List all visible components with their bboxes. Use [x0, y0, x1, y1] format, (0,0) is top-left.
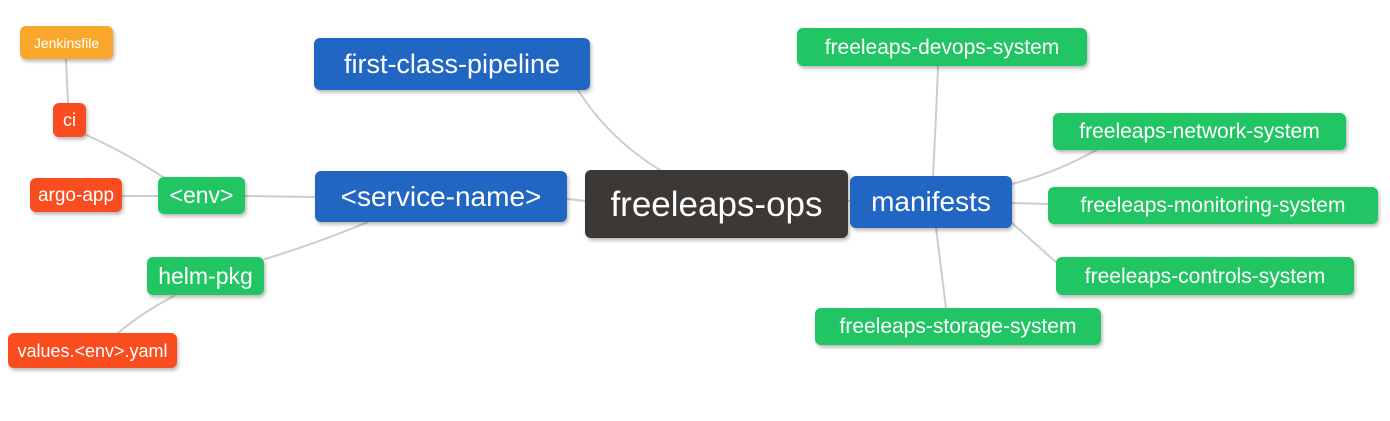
edge-helm-pkg-service-name [264, 221, 369, 260]
edge-manifests-storage [935, 227, 947, 309]
edge-manifests-monitoring [1011, 202, 1049, 205]
edge-manifests-network [1011, 148, 1099, 185]
edge-ci-env [83, 133, 167, 180]
edge-values-helm-pkg [117, 295, 175, 334]
edge-manifests-devops [932, 65, 939, 177]
node-first-class-pipeline[interactable]: first-class-pipeline [314, 38, 590, 90]
node-argo-app[interactable]: argo-app [30, 178, 122, 212]
edge-manifests-controls [1011, 222, 1057, 263]
edge-jenkinsfile-ci [65, 58, 69, 104]
node-freeleaps-ops[interactable]: freeleaps-ops [585, 170, 848, 238]
node-manifests[interactable]: manifests [850, 176, 1012, 228]
node-freeleaps-devops-system[interactable]: freeleaps-devops-system [797, 28, 1087, 66]
node-freeleaps-monitoring-system[interactable]: freeleaps-monitoring-system [1048, 187, 1378, 224]
node-freeleaps-storage-system[interactable]: freeleaps-storage-system [815, 308, 1101, 345]
edge-env-service-name [244, 195, 316, 198]
node-jenkinsfile[interactable]: Jenkinsfile [20, 26, 113, 59]
node-ci[interactable]: ci [53, 103, 86, 137]
node-service-name[interactable]: <service-name> [315, 171, 567, 222]
node-env[interactable]: <env> [158, 177, 245, 214]
node-freeleaps-controls-system[interactable]: freeleaps-controls-system [1056, 257, 1354, 295]
node-helm-pkg[interactable]: helm-pkg [147, 257, 264, 295]
edge-service-name-freeleaps-ops [566, 198, 587, 202]
node-freeleaps-network-system[interactable]: freeleaps-network-system [1053, 113, 1346, 150]
edge-pipeline-freeleaps-ops [577, 89, 661, 171]
node-values-env-yaml[interactable]: values.<env>.yaml [8, 333, 177, 368]
